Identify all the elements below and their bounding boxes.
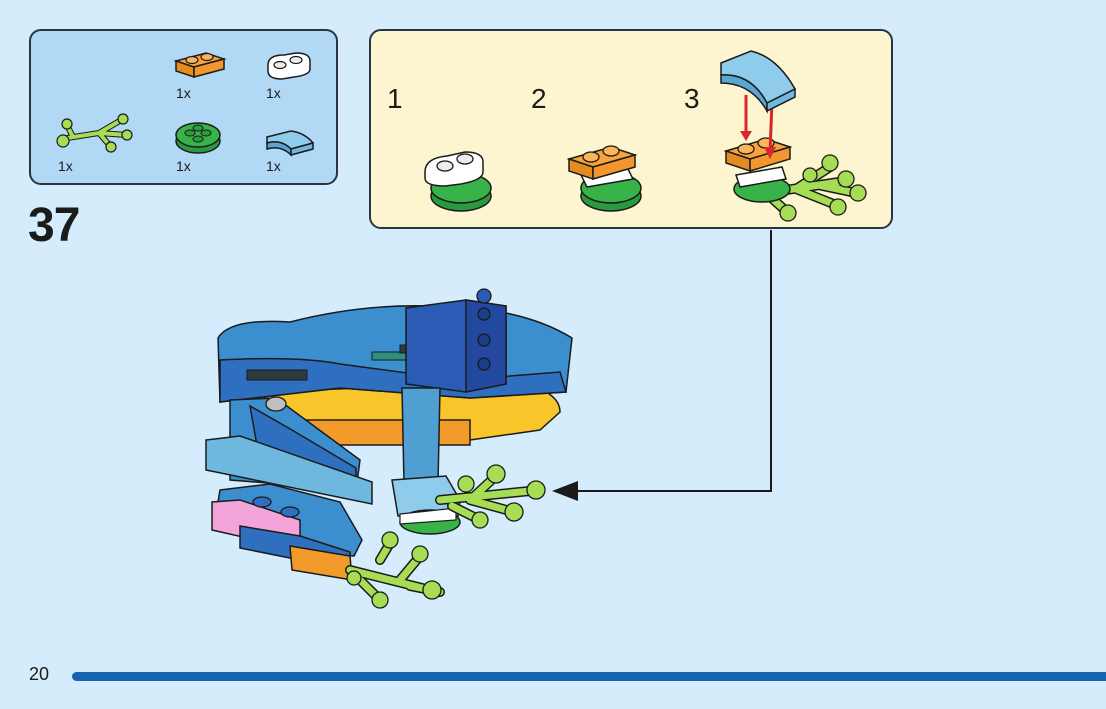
part-qty: 1x [266, 158, 281, 174]
substep-label-1: 1 [387, 83, 403, 114]
part-qty: 1x [176, 158, 191, 174]
incoming-slope-piece [720, 50, 797, 114]
substep-2-assembly [566, 145, 642, 212]
substep-3-assembly [723, 95, 867, 222]
page-progress-bar [72, 672, 1106, 681]
arrow-left-icon [552, 481, 578, 501]
substep-1-assembly [424, 151, 492, 212]
substeps-box: 1 2 3 [369, 29, 893, 229]
substep-illustrations [424, 50, 867, 222]
bird-model [205, 288, 573, 609]
white-plate-icon [267, 52, 311, 80]
part-qty: 1x [58, 158, 73, 174]
substep-label-2: 2 [531, 83, 547, 114]
parts-illustrations [56, 52, 315, 157]
part-qty: 1x [266, 85, 281, 101]
substep-label-3: 3 [684, 83, 700, 114]
round-plate-icon [175, 122, 221, 154]
callout-connector-line [575, 230, 772, 492]
orange-plate-icon [173, 52, 227, 79]
part-qty: 1x [176, 85, 191, 101]
curved-slope-icon [266, 130, 315, 157]
parts-list-box: 1x 1x 1x 1x 1x [29, 29, 338, 185]
leaf-piece-icon [56, 113, 133, 153]
step-number: 37 [28, 199, 80, 252]
page-number: 20 [29, 664, 50, 684]
